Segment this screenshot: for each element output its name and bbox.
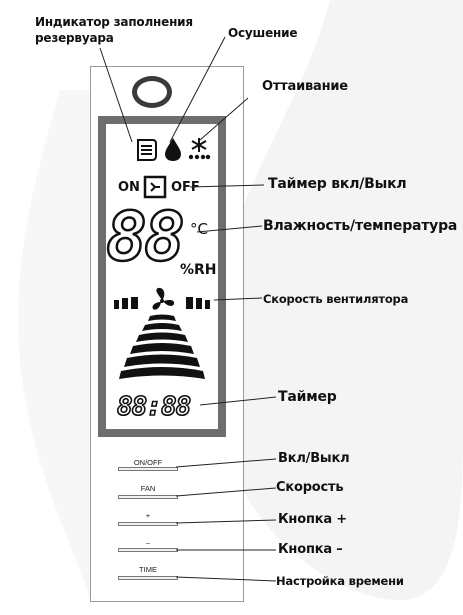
status-ring [132,76,172,108]
celsius-unit: °C [190,220,208,238]
minus-button-label: – [145,538,151,547]
lcd-on-label: ON [118,180,140,195]
humidity-digits: 88 [105,198,186,277]
fan-speed-label: Скорость вентилятора [263,292,409,306]
time-button-label: TIME [139,565,157,574]
lcd-display [98,116,226,437]
speed-label: Скорость [276,480,344,495]
time-setting-label: Настройка времени [276,574,404,588]
water-drop-icon [165,138,181,161]
plus-button-label: + [145,511,151,520]
plus-label: Кнопка + [278,512,347,527]
lcd-off-label: OFF [171,180,200,195]
fan-icon [152,287,175,310]
timer-digits: 88:88 [116,391,192,423]
time-button[interactable] [118,576,178,580]
defrost-label: Оттаивание [262,79,348,94]
timer-label: Таймер [278,389,337,405]
minus-button[interactable] [118,548,178,552]
timer-onoff-label: Таймер вкл/Выкл [268,176,407,192]
plus-button[interactable] [118,522,178,526]
humidity-temp-label: Влажность/температура [263,218,458,234]
minus-label: Кнопка – [278,542,343,557]
tank-indicator-label: Индикатор заполнения [35,15,193,29]
rh-unit: %RH [180,262,217,278]
fan-speed-indicator [114,287,210,379]
drying-label: Осушение [228,26,298,40]
tank-icon [137,139,157,161]
timer-icon [143,175,167,199]
defrost-icon [188,138,211,160]
onoff-button-label: ON/OFF [133,458,163,467]
tank-indicator-label-2: резервуара [35,31,114,45]
onoff-button[interactable] [118,467,178,471]
fan-button[interactable] [118,495,178,499]
fan-button-label: FAN [140,484,156,493]
power-label: Вкл/Выкл [278,451,350,466]
